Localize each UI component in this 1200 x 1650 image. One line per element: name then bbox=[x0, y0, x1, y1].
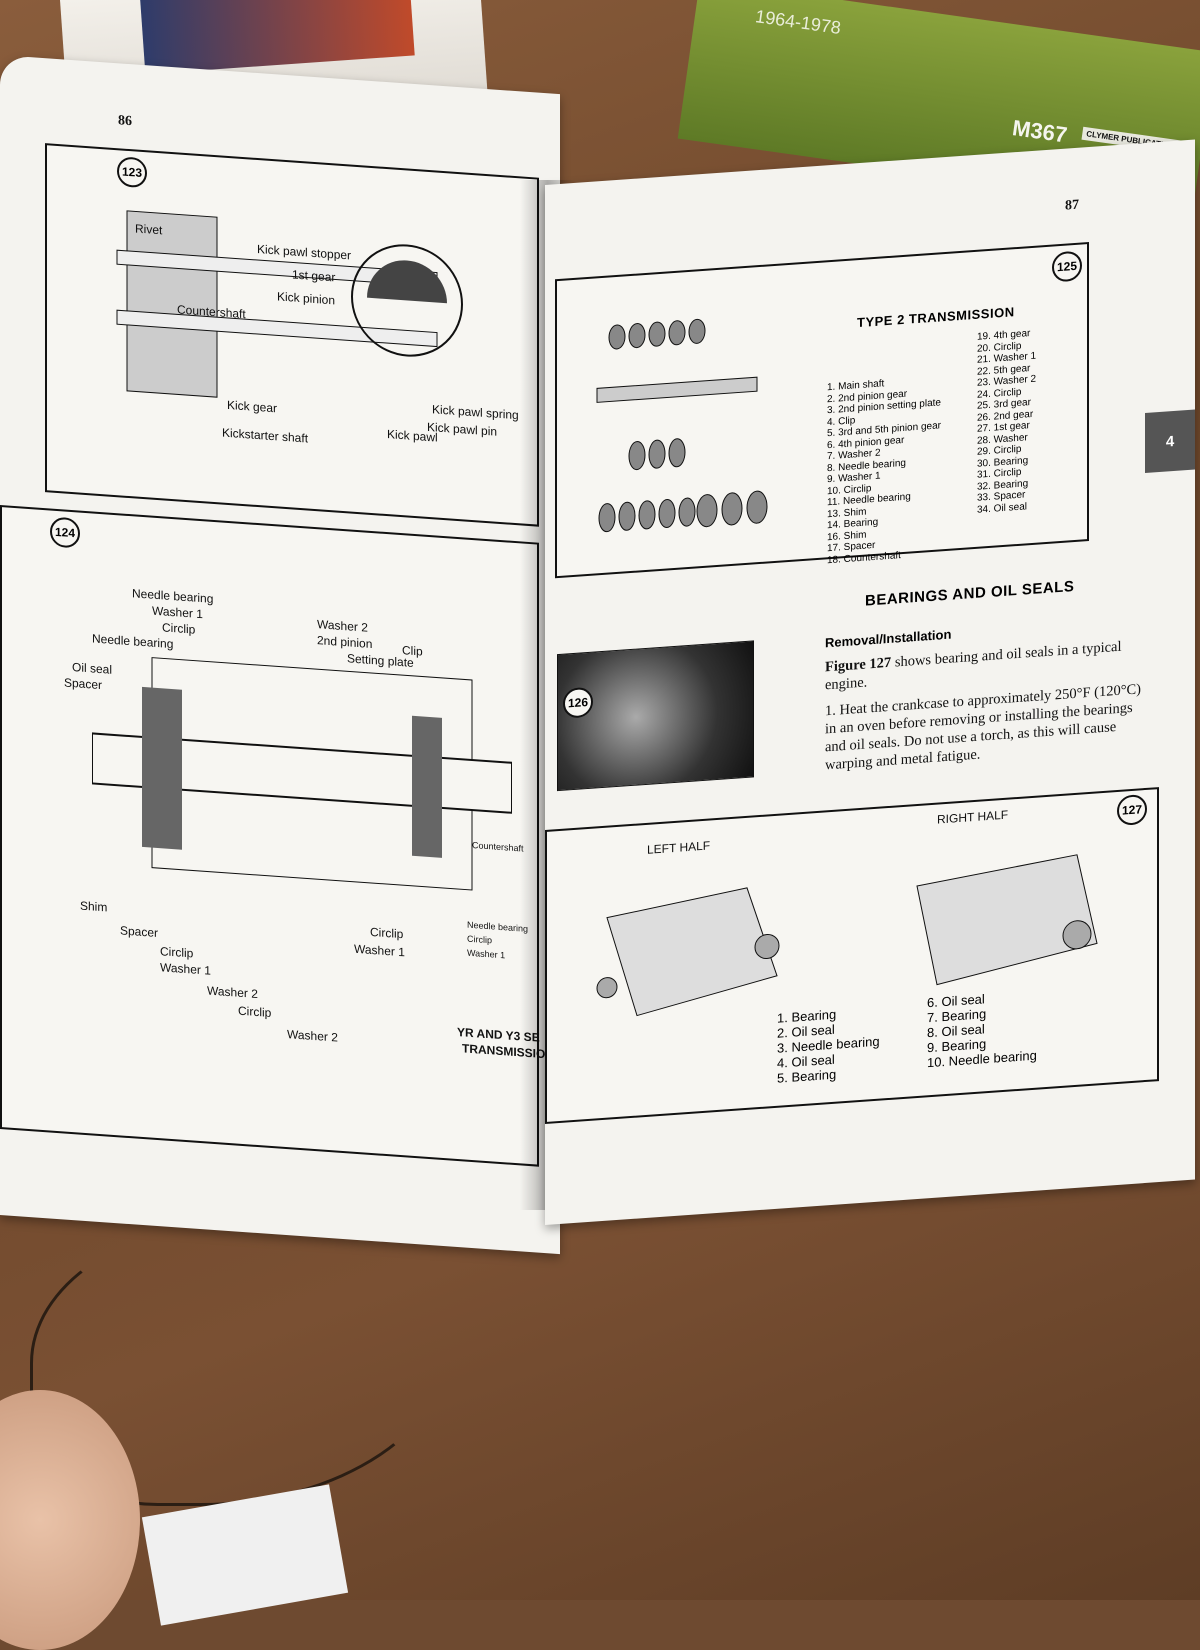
callout-washer-1-bottom: Washer 1 bbox=[160, 960, 211, 978]
callout-circlip-right: Circlip bbox=[467, 933, 493, 946]
callout-clip: Clip bbox=[402, 643, 423, 659]
figure-127-legend-col2: 6. Oil seal 7. Bearing 8. Oil seal 9. Be… bbox=[927, 988, 1037, 1070]
callout-circlip-bottom-1: Circlip bbox=[160, 944, 194, 961]
callout-circlip-top: Circlip bbox=[162, 620, 196, 637]
callout-spacer-left: Spacer bbox=[64, 675, 103, 693]
figure-reference: Figure 127 bbox=[825, 654, 892, 675]
callout-washer-1-top: Washer 1 bbox=[152, 603, 203, 622]
left-page-number: 86 bbox=[118, 113, 132, 130]
callout-shim: Shim bbox=[80, 898, 108, 915]
left-page: 86 123 Rivet Kick pawl stopper 1st gear … bbox=[0, 55, 560, 1255]
green-book-code: M367 bbox=[1010, 115, 1069, 148]
callout-kickstarter-shaft: Kickstarter shaft bbox=[222, 425, 309, 446]
callout-washer-2-bottom: Washer 2 bbox=[207, 983, 258, 1002]
exploded-transmission-diagram bbox=[596, 318, 768, 533]
left-half-label: LEFT HALF bbox=[647, 838, 711, 857]
figure-124: 124 Needle bearing Washer 1 Circlip Need… bbox=[0, 505, 545, 1167]
figure-124-number: 124 bbox=[50, 516, 80, 549]
figure-123-number: 123 bbox=[117, 156, 147, 189]
callout-kick-pawl: Kick pawl bbox=[387, 427, 438, 445]
figure-127: 127 LEFT HALF RIGHT HALF 1. Bearing 2. O… bbox=[545, 787, 1159, 1124]
callout-circlip-mid: Circlip bbox=[370, 924, 404, 942]
figure-123: 123 Rivet Kick pawl stopper 1st gear Kic… bbox=[45, 143, 539, 527]
right-page-number: 87 bbox=[1065, 197, 1079, 214]
figure-125-title: TYPE 2 TRANSMISSION bbox=[857, 304, 1015, 331]
body-paragraph-2: 1. Heat the crankcase to approximately 2… bbox=[825, 680, 1142, 773]
figure-126-photo bbox=[557, 640, 754, 792]
callout-circlip-bottom-2: Circlip bbox=[238, 1003, 272, 1020]
figure-125: 125 TYPE 2 TRANSMISSION 1. Main shaft 2.… bbox=[555, 241, 1089, 579]
callout-oil-seal: Oil seal bbox=[72, 660, 113, 677]
callout-washer-1-mid: Washer 1 bbox=[354, 941, 405, 960]
callout-needle-bearing-right: Needle bearing bbox=[467, 919, 529, 934]
figure-125-parts-col2: 19. 4th gear 20. Circlip 21. Washer 1 22… bbox=[977, 328, 1036, 516]
callout-rivet: Rivet bbox=[135, 221, 163, 238]
callout-washer-2-top: Washer 2 bbox=[317, 617, 368, 635]
callout-washer-1-right: Washer 1 bbox=[467, 947, 506, 961]
section-subhead: Removal/Installation bbox=[825, 626, 952, 651]
green-book-years: 1964-1978 bbox=[754, 6, 843, 38]
figure-125-number: 125 bbox=[1052, 250, 1082, 283]
callout-washer-2-lowest: Washer 2 bbox=[287, 1027, 338, 1045]
kickstarter-diagram bbox=[116, 210, 463, 398]
section-title: BEARINGS AND OIL SEALS bbox=[865, 577, 1075, 610]
right-page: 87 ENGINE, TRANSMISSION, AND CLUTCH 4 12… bbox=[545, 139, 1195, 1225]
callout-1st-gear: 1st gear bbox=[292, 267, 336, 285]
callout-needle-bearing-top: Needle bearing bbox=[132, 586, 214, 606]
transmission-section-diagram bbox=[92, 657, 512, 891]
chapter-tab: 4 bbox=[1145, 409, 1195, 474]
callout-2nd-pinion: 2nd pinion bbox=[317, 633, 373, 652]
crankcase-halves-diagram bbox=[596, 854, 1098, 1017]
figure-127-number: 127 bbox=[1117, 793, 1147, 827]
right-half-label: RIGHT HALF bbox=[937, 807, 1009, 827]
figure-125-parts-col1: 1. Main shaft 2. 2nd pinion gear 3. 2nd … bbox=[827, 374, 941, 566]
callout-spacer-bottom: Spacer bbox=[120, 923, 159, 941]
stack-cover-image bbox=[139, 0, 415, 75]
figure-127-legend-col1: 1. Bearing 2. Oil seal 3. Needle bearing… bbox=[777, 1004, 880, 1086]
